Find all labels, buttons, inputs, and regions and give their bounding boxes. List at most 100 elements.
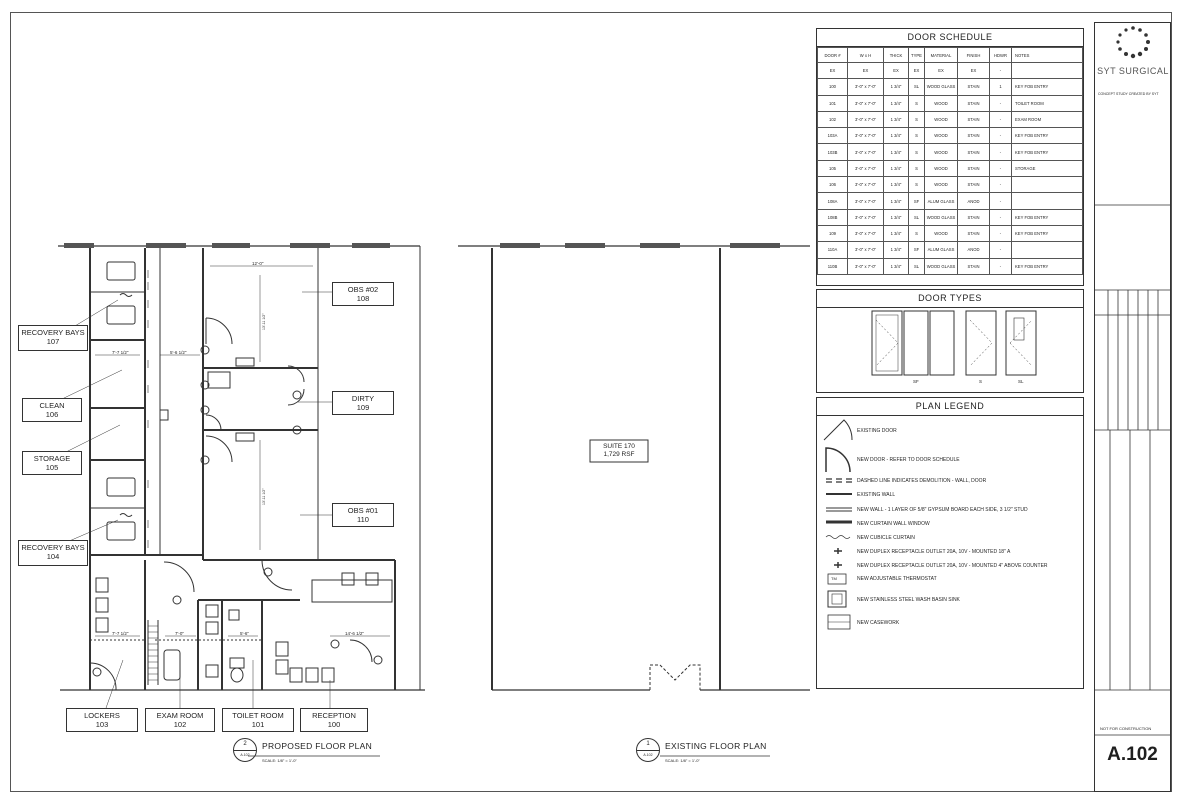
room-number: 100 bbox=[327, 720, 341, 729]
room-number: 105 bbox=[45, 463, 59, 472]
door-schedule-cell: STAIN bbox=[957, 208, 990, 226]
drawing-number: 1 bbox=[637, 739, 659, 751]
door-schedule-cell: 1 bbox=[989, 78, 1012, 96]
door-schedule-cell: 1 3/4" bbox=[883, 110, 909, 129]
suite-area: 1,729 RSF bbox=[603, 451, 635, 458]
door-schedule-cell: STAIN bbox=[957, 159, 990, 178]
door-schedule-cell: ANOD bbox=[957, 241, 990, 259]
door-schedule-cell: 1 3/4" bbox=[883, 241, 909, 259]
door-schedule-cell: WOOD bbox=[924, 176, 958, 194]
room-name: CLEAN bbox=[39, 401, 65, 410]
door-schedule-cell: WOOD bbox=[924, 110, 958, 129]
door-schedule-header: DOOR # bbox=[817, 47, 848, 63]
door-schedule-cell: 3'-0" x 7'-0" bbox=[847, 143, 884, 161]
room-name: RECOVERY BAYS bbox=[21, 328, 85, 337]
title-block-note: CONCEPT STUDY CREATED BY SYT bbox=[1098, 92, 1159, 96]
door-schedule-cell: ANOD bbox=[957, 192, 990, 210]
suite-label: SUITE 170 1,729 RSF bbox=[590, 443, 648, 459]
room-name: LOCKERS bbox=[84, 711, 120, 720]
door-schedule-cell: 3'-0" x 7'-0" bbox=[847, 257, 884, 275]
thermostat-symbol-label: TM bbox=[831, 576, 837, 581]
door-schedule-cell: KEY FOB ENTRY bbox=[1011, 208, 1083, 226]
door-schedule-cell: WOOD GLASS bbox=[924, 257, 958, 275]
door-schedule-cell: 1 3/4" bbox=[883, 78, 909, 96]
door-schedule-cell: 110B bbox=[817, 257, 848, 275]
door-schedule-cell: S bbox=[908, 224, 925, 243]
drawing-number-marker: 1 A.102 bbox=[636, 738, 660, 762]
door-schedule-cell: 105 bbox=[817, 159, 848, 178]
dimension-label: 5'-6 1/2" bbox=[170, 350, 187, 355]
room-tag-reception-100: RECEPTION 100 bbox=[300, 708, 368, 732]
door-schedule-cell: STAIN bbox=[957, 94, 990, 112]
door-schedule-cell: KEY FOB ENTRY bbox=[1011, 257, 1083, 275]
drawing-sheet-ref: A.102 bbox=[240, 753, 250, 757]
door-type-label-sl: SL bbox=[1018, 379, 1024, 384]
door-schedule-cell: 108A bbox=[817, 192, 848, 210]
dimension-label: 7'-7 1/2" bbox=[112, 350, 129, 355]
room-tag-storage-105: STORAGE 105 bbox=[22, 451, 82, 475]
legend-item: NEW ADJUSTABLE THERMOSTAT bbox=[857, 576, 937, 582]
door-schedule-cell bbox=[1011, 176, 1083, 194]
door-schedule-cell: 1 3/4" bbox=[883, 257, 909, 275]
door-schedule-title: DOOR SCHEDULE bbox=[817, 29, 1083, 47]
door-schedule-cell: - bbox=[989, 176, 1012, 194]
dimension-label: 13'-11 1/2" bbox=[262, 488, 266, 505]
door-schedule-cell: WOOD bbox=[924, 159, 958, 178]
room-number: 107 bbox=[46, 337, 60, 346]
door-schedule-cell: S bbox=[908, 94, 925, 112]
syt-logo-icon bbox=[1116, 26, 1150, 59]
door-schedule-header: FINISH bbox=[957, 47, 990, 63]
door-schedule-cell: 1 3/4" bbox=[883, 224, 909, 243]
door-schedule-cell: KEY FOB ENTRY bbox=[1011, 143, 1083, 161]
door-schedule-cell: 1 3/4" bbox=[883, 127, 909, 145]
legend-item: NEW DUPLEX RECEPTACLE OUTLET 20A, 10V - … bbox=[857, 549, 1011, 555]
door-types-title: DOOR TYPES bbox=[817, 290, 1083, 308]
door-schedule-header: W x H bbox=[847, 47, 884, 63]
door-schedule-cell: 3'-0" x 7'-0" bbox=[847, 78, 884, 96]
door-schedule-cell: 108B bbox=[817, 208, 848, 226]
room-tag-toilet-room-101: TOILET ROOM 101 bbox=[222, 708, 294, 732]
door-schedule-cell: STAIN bbox=[957, 224, 990, 243]
drawing-sheet-ref: A.102 bbox=[643, 753, 653, 757]
door-schedule-cell bbox=[1011, 241, 1083, 259]
door-schedule-cell: ALUM GLASS bbox=[924, 241, 958, 259]
room-number: 108 bbox=[356, 294, 370, 303]
door-schedule-cell: 100 bbox=[817, 78, 848, 96]
drawing-number-marker: 2 A.102 bbox=[233, 738, 257, 762]
door-schedule-cell: 109 bbox=[817, 224, 848, 243]
proposed-plan-scale: SCALE: 1/8" = 1'-0" bbox=[262, 758, 297, 763]
door-schedule-cell: WOOD bbox=[924, 143, 958, 161]
room-name: RECEPTION bbox=[312, 711, 356, 720]
legend-item: NEW CUBICLE CURTAIN bbox=[857, 535, 915, 541]
door-schedule-cell: WOOD GLASS bbox=[924, 78, 958, 96]
door-schedule-cell: 3'-0" x 7'-0" bbox=[847, 110, 884, 129]
door-schedule-cell: 1 3/4" bbox=[883, 192, 909, 210]
door-schedule-cell: EX bbox=[957, 61, 990, 80]
room-name: RECOVERY BAYS bbox=[21, 543, 85, 552]
door-schedule-cell: EX bbox=[883, 61, 909, 80]
door-schedule-cell: KEY FOB ENTRY bbox=[1011, 78, 1083, 96]
door-schedule-cell: 3'-0" x 7'-0" bbox=[847, 224, 884, 243]
door-schedule-cell: - bbox=[989, 110, 1012, 129]
room-tag-clean-106: CLEAN 106 bbox=[22, 398, 82, 422]
door-type-label-s: S bbox=[979, 379, 983, 384]
door-schedule-cell: ALUM GLASS bbox=[924, 192, 958, 210]
dimension-label: 13'-11 1/2" bbox=[262, 313, 266, 330]
door-schedule-cell: S bbox=[908, 176, 925, 194]
door-schedule-cell: STAIN bbox=[957, 127, 990, 145]
dimension-label: 5'-6" bbox=[240, 631, 249, 636]
door-schedule-cell: 1 3/4" bbox=[883, 94, 909, 112]
dimension-label: 14'-6 1/2" bbox=[345, 631, 364, 636]
door-schedule-cell: 3'-0" x 7'-0" bbox=[847, 159, 884, 178]
door-schedule-cell: S bbox=[908, 127, 925, 145]
door-schedule-cell: 3'-0" x 7'-0" bbox=[847, 176, 884, 194]
